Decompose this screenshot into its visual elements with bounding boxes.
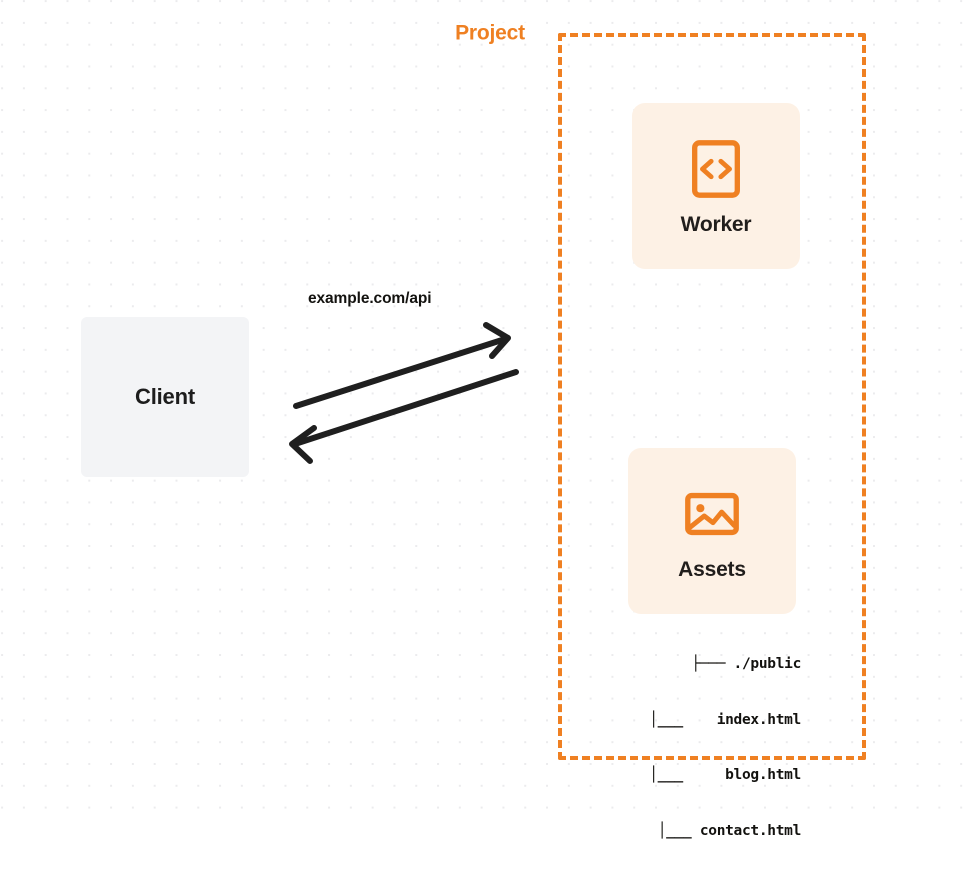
connection-arrows [289, 322, 519, 464]
code-brackets-icon [692, 139, 740, 198]
assets-label: Assets [678, 557, 746, 581]
file-tree-line: │___ blog.html [649, 767, 801, 783]
file-tree-line: ├─── ./public [691, 656, 801, 672]
file-tree-line: │___ index.html [649, 711, 801, 728]
assets-node: Assets [628, 448, 796, 614]
client-label: Client [135, 384, 195, 409]
connection-label: example.com/api [308, 290, 432, 307]
project-title: Project [449, 22, 531, 44]
assets-file-tree: ├─── ./public │___ index.html │___ blog.… [560, 618, 801, 877]
worker-label: Worker [680, 212, 752, 236]
project-container [558, 33, 866, 760]
worker-node: Worker [632, 103, 800, 269]
response-arrow [289, 369, 519, 464]
diagram-canvas: Client example.com/api Project Worker [0, 0, 980, 839]
request-arrow [293, 322, 511, 409]
client-node: Client [81, 317, 249, 477]
image-icon [685, 492, 739, 535]
file-tree-line: │___ contact.html [657, 822, 802, 839]
